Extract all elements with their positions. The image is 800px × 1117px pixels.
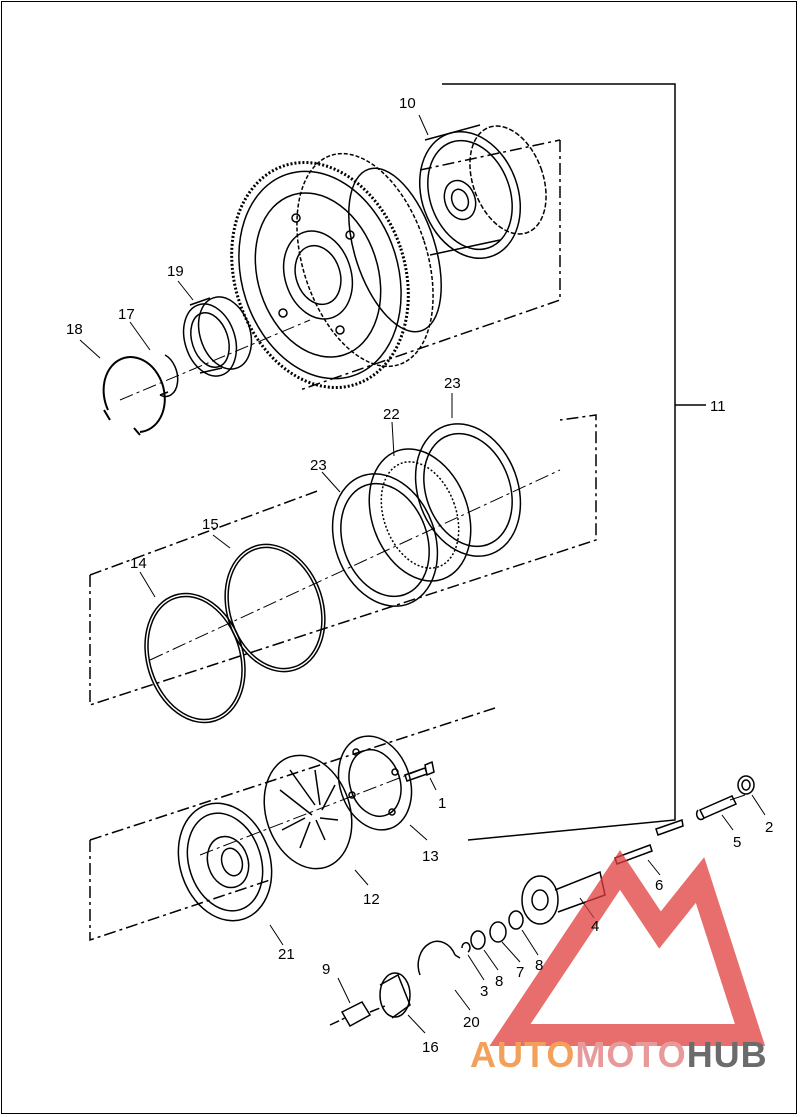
screw-1-drawing <box>404 760 435 782</box>
dashed-envelope-top <box>299 140 561 391</box>
dashed-envelope-lower <box>89 840 271 942</box>
adjusting-screw-5-drawing <box>695 795 738 821</box>
callout-2: 2 <box>765 819 774 836</box>
bearing-7-drawing <box>489 921 507 943</box>
retaining-ring-3-drawing <box>461 941 471 953</box>
callout-1: 1 <box>438 795 447 812</box>
callout-22: 22 <box>383 406 400 423</box>
group-bracket-line <box>442 83 676 841</box>
callout-3: 3 <box>480 983 489 1000</box>
ring-14-inner <box>147 595 243 721</box>
callout-8-left: 8 <box>495 973 504 990</box>
bearing-drawing <box>182 296 253 377</box>
callout-16: 16 <box>422 1039 439 1056</box>
callout-13: 13 <box>422 848 439 865</box>
callout-7: 7 <box>516 964 525 981</box>
callout-23-mid: 23 <box>310 457 327 474</box>
pressure-plate-21 <box>177 802 273 922</box>
clutch-shell-drawing <box>230 152 442 389</box>
callout-21: 21 <box>278 946 295 963</box>
nut-9-drawing <box>340 1001 372 1028</box>
pushrod-6a-drawing <box>655 819 684 836</box>
ring-15-drawing <box>224 543 326 673</box>
watermark-moto: MOTO <box>575 1034 687 1075</box>
watermark-auto: AUTO <box>470 1034 576 1075</box>
callout-10: 10 <box>399 95 416 112</box>
retaining-ring-18-drawing <box>102 356 166 436</box>
callout-11: 11 <box>710 398 726 415</box>
clutch-hub-drawing <box>418 124 547 259</box>
diaphragm-spring-12 <box>263 754 353 870</box>
watermark-text: AUTOMOTOHUB <box>470 1034 768 1076</box>
dashed-envelope-middle <box>89 414 597 707</box>
callout-4: 4 <box>591 918 600 935</box>
retaining-ring-17-drawing <box>159 354 179 398</box>
ring-15-inner <box>227 546 323 670</box>
callout-8-right: 8 <box>535 957 544 974</box>
friction-plate-23-front <box>331 473 439 607</box>
axis-line-bottom <box>329 1005 386 1026</box>
retainer-plate-13 <box>337 735 413 831</box>
callout-12: 12 <box>363 891 380 908</box>
callout-9: 9 <box>322 961 331 978</box>
watermark-logo <box>489 850 766 1046</box>
washer-8-right-drawing <box>508 910 524 930</box>
callout-18: 18 <box>66 321 83 338</box>
watermark-hub: HUB <box>686 1034 768 1075</box>
axis-line-middle <box>149 469 561 661</box>
washer-8-left-drawing <box>470 930 486 950</box>
axis-line-bearing <box>119 319 311 401</box>
callout-6: 6 <box>655 877 664 894</box>
friction-plate-23-back <box>414 423 522 557</box>
callout-5: 5 <box>733 834 742 851</box>
retaining-ring-20-drawing <box>417 940 461 976</box>
callout-14: 14 <box>130 555 147 572</box>
nut-2-drawing <box>737 775 755 795</box>
dashed-envelope-middle-top <box>89 489 321 576</box>
callout-19: 19 <box>167 263 184 280</box>
coupling-16-drawing <box>379 972 411 1019</box>
callout-17: 17 <box>118 306 135 323</box>
steel-plate-22 <box>368 448 472 582</box>
axis-line-top <box>419 139 561 171</box>
callout-20: 20 <box>463 1014 480 1031</box>
ring-14-drawing <box>144 592 246 724</box>
callout-15: 15 <box>202 516 219 533</box>
callout-23-top: 23 <box>444 375 461 392</box>
